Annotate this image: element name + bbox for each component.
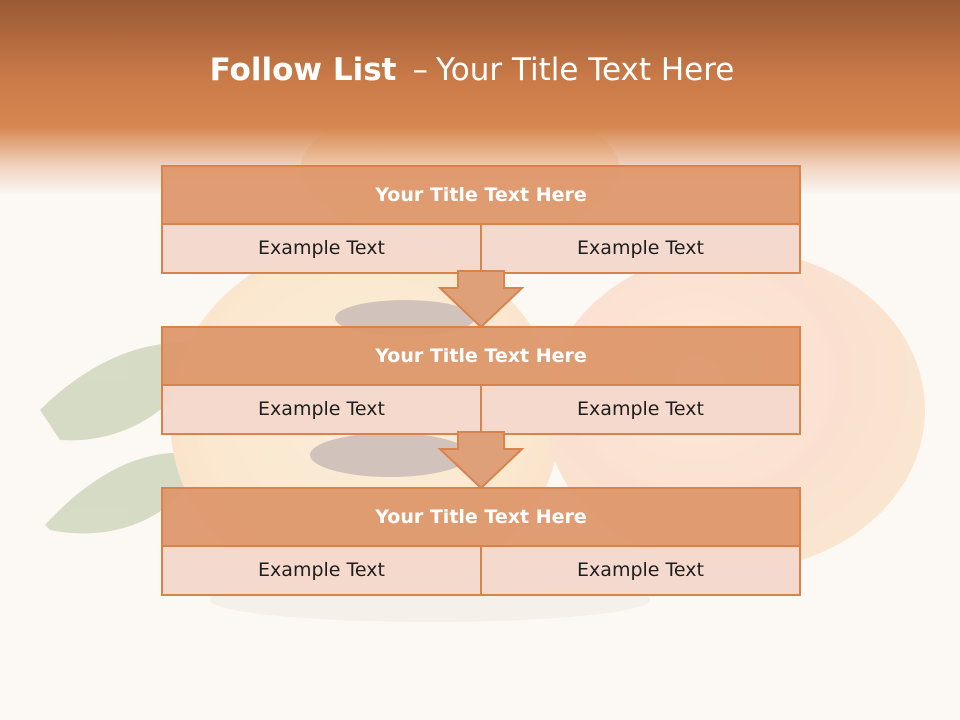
down-arrow-icon xyxy=(437,431,525,490)
stage-2: Your Title Text Here Example Text Exampl… xyxy=(161,326,801,435)
down-arrow-icon xyxy=(437,270,525,329)
slide-title-bold: Follow List xyxy=(209,52,397,88)
slide-title: Follow List–Your Title Text Here xyxy=(0,52,944,88)
leaf-lower xyxy=(45,452,200,534)
stage-3-right-text: Example Text xyxy=(480,547,799,594)
stage-1-right-text: Example Text xyxy=(480,225,799,272)
stage-1: Your Title Text Here Example Text Exampl… xyxy=(161,165,801,274)
slide-title-dash: – xyxy=(412,52,428,88)
header-band xyxy=(0,0,960,195)
stage-3-left-text: Example Text xyxy=(163,547,480,594)
stage-1-title: Your Title Text Here xyxy=(163,167,799,225)
stage-1-cells: Example Text Example Text xyxy=(163,225,799,272)
stage-2-left-text: Example Text xyxy=(163,386,480,433)
stage-3-cells: Example Text Example Text xyxy=(163,547,799,594)
stage-2-right-text: Example Text xyxy=(480,386,799,433)
apricot-pit-lower xyxy=(310,433,470,477)
stage-3-title: Your Title Text Here xyxy=(163,489,799,547)
stage-2-title: Your Title Text Here xyxy=(163,328,799,386)
stage-1-left-text: Example Text xyxy=(163,225,480,272)
stage-2-cells: Example Text Example Text xyxy=(163,386,799,433)
slide-title-rest: Your Title Text Here xyxy=(435,52,735,88)
stage-3: Your Title Text Here Example Text Exampl… xyxy=(161,487,801,596)
